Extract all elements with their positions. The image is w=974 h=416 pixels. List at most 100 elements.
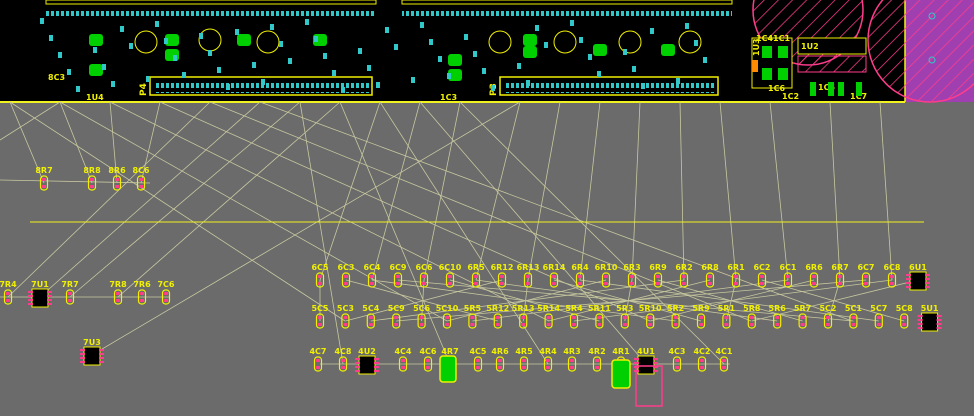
part-6r14[interactable]: 6R14 [543,263,566,288]
part-6r13[interactable]: 6R13 [517,263,540,288]
part-5r8[interactable]: 5R8 [743,304,761,329]
part-5r2[interactable]: 5R2 [667,304,684,329]
part-5r1[interactable]: 5R1 [718,304,736,329]
part-4c7-label: 4C7 [309,347,326,356]
part-6r8[interactable]: 6R8 [701,263,719,288]
part-4r2[interactable]: 4R2 [588,347,606,372]
part-6c5[interactable]: 6C5 [311,263,329,288]
part-5r9[interactable]: 5R9 [692,304,710,329]
part-6c6[interactable]: 6C6 [415,263,433,288]
part-8r6[interactable]: 8R6 [108,166,126,191]
part-8r7[interactable]: 8R7 [35,166,53,191]
part-5c3[interactable]: 5C3 [337,304,354,329]
part-4c5[interactable]: 4C5 [469,347,487,372]
part-4c3[interactable]: 4C3 [668,347,686,372]
part-7r6[interactable]: 7R6 [133,280,151,305]
part-6r5[interactable]: 6R5 [467,263,485,288]
part-5r6[interactable]: 5R6 [769,304,787,329]
part-4r2-label: 4R2 [588,347,605,356]
part-6r13-label: 6R13 [517,263,540,272]
part-4r6[interactable]: 4R6 [491,347,509,372]
part-6r10[interactable]: 6R10 [595,263,618,288]
part-6c2[interactable]: 6C2 [753,263,771,288]
part-6c1[interactable]: 6C1 [779,263,797,288]
part-4r1-label: 4R1 [612,347,630,356]
part-5c8-label: 5C8 [896,304,913,313]
connector-p4[interactable]: P4 [139,76,373,96]
part-6r12[interactable]: 6R12 [491,263,514,288]
part-5r12[interactable]: 5R12 [486,304,509,329]
part-5r11[interactable]: 5R11 [588,304,611,329]
ref-1c4-top: 1C4 [756,34,773,43]
part-4c7[interactable]: 4C7 [309,347,327,372]
part-7r4[interactable]: 7R4 [0,280,17,305]
part-4c6-label: 4C6 [419,347,436,356]
part-5c7[interactable]: 5C7 [870,304,887,329]
part-6r6[interactable]: 6R6 [805,263,823,288]
part-6r4[interactable]: 6R4 [571,263,589,288]
part-5c9[interactable]: 5C9 [388,304,405,329]
part-4c8-label: 4C8 [334,347,351,356]
ref-1u2: 1U2 [801,42,819,51]
part-5r3[interactable]: 5R3 [616,304,633,329]
part-5c6[interactable]: 5C6 [413,304,431,329]
part-7c6[interactable]: 7C6 [157,280,175,305]
part-5r5[interactable]: 5R5 [464,304,482,329]
part-4c1[interactable]: 4C1 [715,347,733,372]
part-5r14[interactable]: 5R14 [537,304,560,329]
part-5r12-label: 5R12 [486,304,509,313]
power-section[interactable]: 1C4 1C1 1U2 1U3 1C6 1C2 1C5 1C7 [751,34,867,101]
part-5c4[interactable]: 5C4 [362,304,380,329]
part-4u2[interactable]: 4U2 [355,347,379,375]
part-5r13[interactable]: 5R13 [512,304,535,329]
part-6c4[interactable]: 6C4 [363,263,381,288]
part-4c6[interactable]: 4C6 [419,347,437,372]
part-5c2[interactable]: 5C2 [819,304,837,329]
part-8c6[interactable]: 8C6 [132,166,150,191]
part-5r7-label: 5R7 [794,304,811,313]
part-7r8[interactable]: 7R8 [109,280,127,305]
part-5u1[interactable]: 5U1 [917,304,942,332]
part-7r4-label: 7R4 [0,280,17,289]
part-4r5[interactable]: 4R5 [515,347,533,372]
part-7r8-label: 7R8 [109,280,127,289]
part-4r7-label: 4R7 [441,347,458,356]
part-5r7[interactable]: 5R7 [794,304,811,329]
part-5r10[interactable]: 5R10 [639,304,662,329]
part-5c10[interactable]: 5C10 [436,304,459,329]
part-6r7[interactable]: 6R7 [831,263,849,288]
part-5c1[interactable]: 5C1 [845,304,862,329]
part-5r13-label: 5R13 [512,304,535,313]
part-4u1[interactable]: 4U1 [634,347,658,375]
part-5r4[interactable]: 5R4 [565,304,583,329]
part-4c2[interactable]: 4C2 [693,347,711,372]
part-7r7[interactable]: 7R7 [61,280,79,305]
part-4c4[interactable]: 4C4 [394,347,412,372]
part-5c8[interactable]: 5C8 [896,304,913,329]
part-4r4[interactable]: 4R4 [539,347,557,372]
part-7u3[interactable]: 7U3 [80,338,104,366]
part-6r2[interactable]: 6R2 [675,263,693,288]
part-6c8[interactable]: 6C8 [883,263,901,288]
part-6c7-label: 6C7 [857,263,874,272]
part-6c3[interactable]: 6C3 [337,263,355,288]
part-5c5[interactable]: 5C5 [311,304,329,329]
part-5r6-label: 5R6 [769,304,787,313]
part-4r3[interactable]: 4R3 [563,347,581,372]
part-4c8[interactable]: 4C8 [334,347,352,372]
part-8r8[interactable]: 8R8 [83,166,101,191]
part-6c7[interactable]: 6C7 [857,263,875,288]
part-6r3[interactable]: 6R3 [623,263,641,288]
part-6r1[interactable]: 6R1 [727,263,745,288]
part-6c10[interactable]: 6C10 [439,263,462,288]
part-6u1[interactable]: 6U1 [906,263,930,291]
part-6c9[interactable]: 6C9 [389,263,407,288]
part-6r9[interactable]: 6R9 [649,263,667,288]
part-5r10-label: 5R10 [639,304,662,313]
part-7u1[interactable]: 7U1 [28,280,52,308]
part-6r7-label: 6R7 [831,263,848,272]
